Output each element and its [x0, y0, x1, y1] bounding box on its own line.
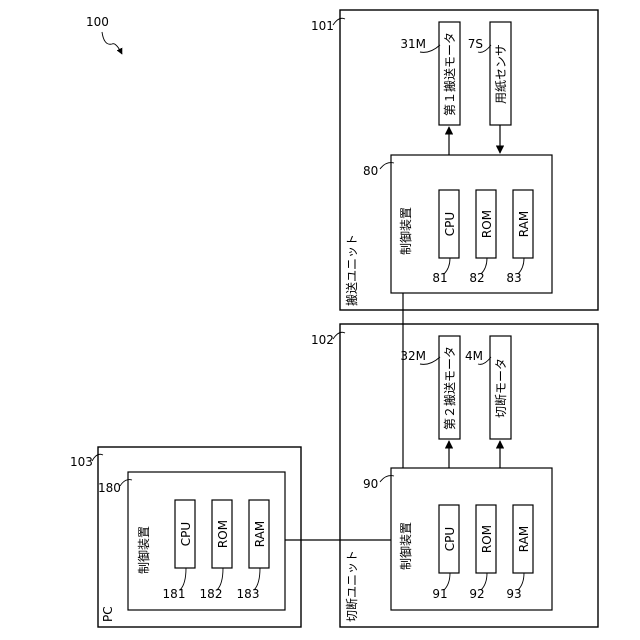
second-transport-motor-ref: 32M [400, 349, 426, 363]
transport-unit: 101 搬送ユニット 80 制御装置 CPU ROM RAM 81 82 83 … [311, 10, 598, 310]
transport-controller-title: 制御装置 [398, 207, 413, 255]
transport-cpu-label: CPU [443, 212, 457, 236]
pc-controller-ref: 180 [98, 481, 121, 495]
cutting-motor-label: 切断モータ [493, 358, 508, 418]
transport-controller-ref: 80 [363, 164, 378, 178]
paper-sensor-ref: 7S [468, 37, 483, 51]
pc-ref: 103 [70, 455, 93, 469]
transport-ram-label: RAM [517, 211, 531, 237]
cutting-cpu-label: CPU [443, 527, 457, 551]
cutting-motor-ref: 4M [465, 349, 483, 363]
cutting-unit: 102 切断ユニット 90 制御装置 CPU ROM RAM 91 92 93 … [311, 324, 598, 627]
paper-sensor-label: 用紙センサ [493, 44, 508, 104]
pc-ram-ref: 183 [237, 587, 260, 601]
cutting-controller-ref: 90 [363, 477, 378, 491]
figure-ref: 100 [86, 15, 109, 29]
transport-unit-title: 搬送ユニット [344, 234, 359, 306]
cutting-unit-ref: 102 [311, 333, 334, 347]
first-transport-motor-label: 第１搬送モータ [442, 32, 457, 116]
pc-unit: 103 PC 180 制御装置 CPU ROM RAM 181 182 183 [70, 447, 301, 627]
cutting-ram-label: RAM [517, 526, 531, 552]
first-transport-motor-ref: 31M [400, 37, 426, 51]
pc-cpu-ref: 181 [163, 587, 186, 601]
cutting-controller-title: 制御装置 [398, 522, 413, 570]
cutting-rom-label: ROM [480, 525, 494, 553]
pc-cpu-label: CPU [179, 522, 193, 546]
pc-rom-ref: 182 [200, 587, 223, 601]
cutting-unit-title: 切断ユニット [344, 550, 359, 622]
figure-ref-arrow [102, 32, 122, 54]
second-transport-motor-label: 第２搬送モータ [442, 346, 457, 430]
pc-ram-label: RAM [253, 521, 267, 547]
pc-controller-title: 制御装置 [136, 526, 151, 574]
pc-title: PC [101, 606, 115, 622]
pc-rom-label: ROM [216, 520, 230, 548]
transport-unit-ref: 101 [311, 19, 334, 33]
transport-rom-label: ROM [480, 210, 494, 238]
